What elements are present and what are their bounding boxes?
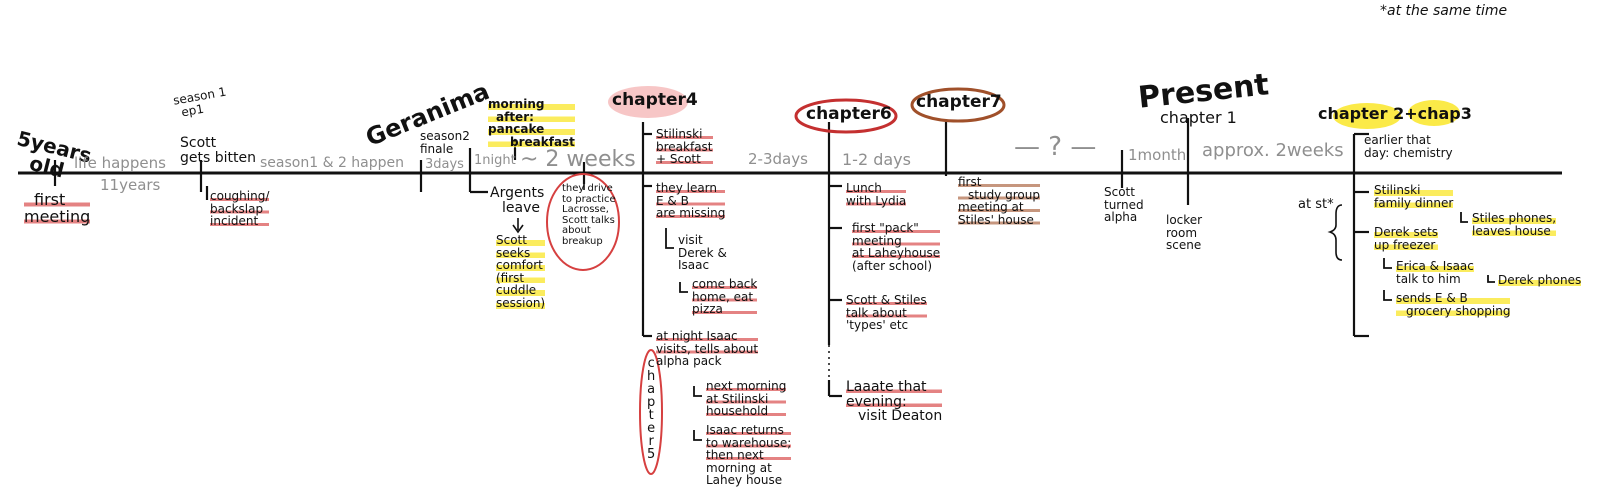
chapter5-label: chapter5 xyxy=(643,356,659,460)
span-one-month: 1month xyxy=(1128,146,1187,164)
chapter-plus: + xyxy=(1404,104,1418,123)
chapter4-item-1: they learn E & B are missing xyxy=(656,181,726,221)
span-approx-two-weeks: approx. 2weeks xyxy=(1202,140,1344,161)
brace xyxy=(1327,204,1343,261)
at-st-label: at st* xyxy=(1298,197,1334,212)
season2-finale-label: season2 finale xyxy=(420,129,470,156)
chapter23-title: chapter 2+chap3 xyxy=(1318,104,1472,123)
chapter4-branches xyxy=(665,228,702,441)
scott-alpha-label: Scott turned alpha xyxy=(1104,185,1144,225)
chapter23-item-4: Erica & Isaac talk to him xyxy=(1396,259,1474,286)
chapter6-item-3: Laaate that evening: visit Deaton xyxy=(846,379,943,425)
chapter23-item-1: Stilinski family dinner xyxy=(1374,183,1454,210)
chapter7-item-0: first study group meeting at Stiles' hou… xyxy=(958,175,1040,227)
note-top: *at the same time xyxy=(1380,3,1508,19)
chapter2-highlight xyxy=(1333,103,1401,129)
coughing-label: coughing/ backslap incident xyxy=(210,189,270,229)
scott-bitten-label: Scott gets bitten xyxy=(180,135,256,166)
span-two-weeks: ~ 2 weeks xyxy=(520,147,636,172)
chapter4-title: chapter4 xyxy=(612,90,698,110)
scott-comfort-label: Scott seeks comfort (first cuddle sessio… xyxy=(496,233,546,310)
chapter5-circle xyxy=(639,349,663,475)
span-life-happens: life happens xyxy=(74,154,166,172)
chapter2-title: chapter 2 xyxy=(1318,104,1405,123)
chapter23-item-3: Derek sets up freezer xyxy=(1374,225,1439,252)
span-one-night: 1night xyxy=(474,153,516,168)
chapter3-title: chap3 xyxy=(1417,104,1472,123)
span-season-happen: season1 & 2 happen xyxy=(260,155,405,171)
chapter3-highlight xyxy=(1408,100,1460,126)
span-two-three-days: 2-3days xyxy=(748,150,808,168)
chapter23-item-6: sends E & B grocery shopping xyxy=(1396,291,1511,318)
lacrosse-circle xyxy=(546,173,620,271)
first-meeting-label: first meeting xyxy=(24,190,91,226)
chapter4-item-3: come back home, eat pizza xyxy=(692,277,758,317)
dotted-lines xyxy=(642,210,830,380)
chapter6-item-1: first "pack" meeting at Laheyhouse (afte… xyxy=(852,221,941,273)
chapter23-item-0: earlier that day: chemistry xyxy=(1364,133,1453,160)
argents-leave-label: Argents leave xyxy=(490,185,545,216)
chapter23-item-2: Stiles phones, leaves house xyxy=(1472,211,1557,238)
chapter6-item-0: Lunch with Lydia xyxy=(846,181,907,208)
chapter4-item-6: Isaac returns to warehouse; then next mo… xyxy=(706,423,792,488)
chapter23-branches xyxy=(1383,212,1495,301)
chapter4-item-0: Stilinski breakfast + Scott xyxy=(656,127,713,167)
chapter4-item-4: at night Isaac visits, tells about alpha… xyxy=(656,329,759,369)
chapter7-title: chapter7 xyxy=(916,92,1002,112)
span-eleven-years: 11years xyxy=(100,176,161,194)
chapter6-item-2: Scott & Stiles talk about 'types' etc xyxy=(846,293,927,333)
chapter4-item-5: next morning at Stilinski household xyxy=(706,379,787,419)
chapter6-circle xyxy=(794,98,898,134)
chapter4-item-2: visit Derek & Isaac xyxy=(678,233,727,273)
locker-label: locker room scene xyxy=(1166,213,1203,253)
span-one-two-days: 1-2 days xyxy=(842,150,911,169)
span-three-days: 3days xyxy=(425,157,464,172)
lacrosse-label: they drive to practice Lacrosse, Scott t… xyxy=(562,183,616,247)
chapter6-title: chapter6 xyxy=(806,104,892,124)
chapter7-circle xyxy=(910,87,1006,123)
morning-after-label: morning after: pancake breakfast xyxy=(488,97,575,149)
chapter4-highlight xyxy=(608,86,688,118)
chapter23-item-5: Derek phones xyxy=(1498,273,1582,287)
present-chapter-label: chapter 1 xyxy=(1160,108,1237,127)
span-question: — ? — xyxy=(1014,132,1097,162)
